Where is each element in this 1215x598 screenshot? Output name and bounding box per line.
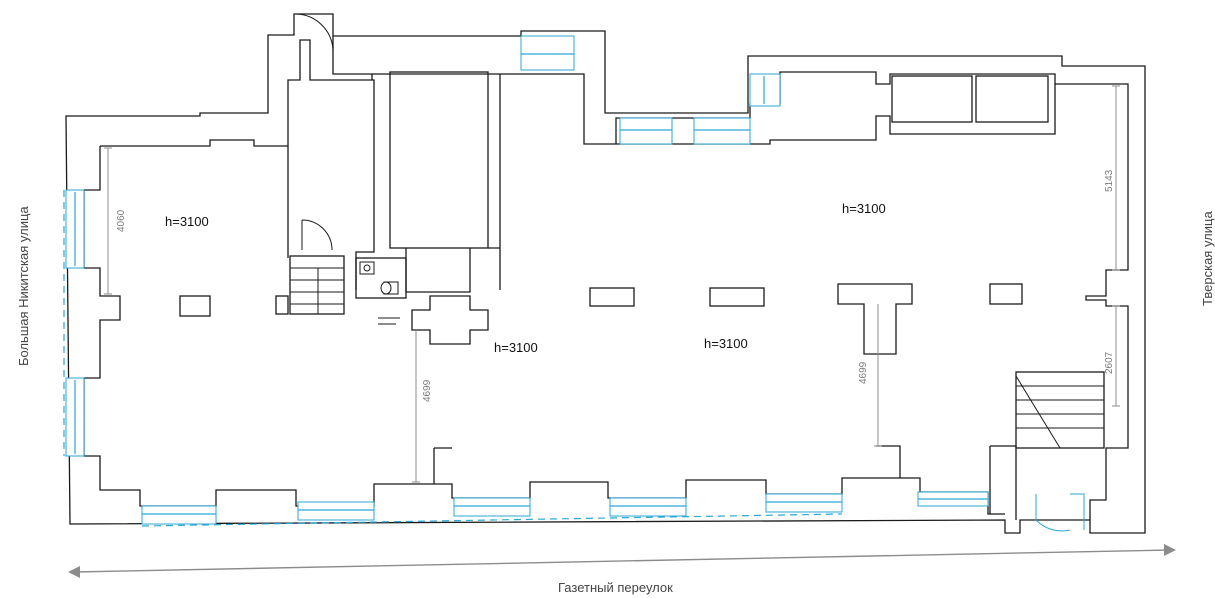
column-left xyxy=(179,295,211,317)
room-top-right-height: h=3100 xyxy=(842,201,886,216)
niche-a xyxy=(891,75,973,123)
dim-center-label: 4699 xyxy=(422,379,433,402)
shaft-a xyxy=(389,71,489,249)
door-bathroom xyxy=(301,219,333,251)
window-bottom-4 xyxy=(609,497,687,517)
inner-wall-top-left xyxy=(100,139,289,258)
street-right-label: Тверская улица xyxy=(1200,211,1215,306)
bathroom xyxy=(355,257,407,325)
column-cross xyxy=(411,295,489,345)
dim-left-room-label: 4060 xyxy=(116,209,127,232)
dim-right: 4699 xyxy=(858,304,882,447)
column-mid xyxy=(405,248,471,293)
dim-right-upper-label: 5143 xyxy=(1104,169,1115,192)
dim-right-label: 4699 xyxy=(858,361,869,384)
door-exit-2 xyxy=(1070,493,1085,530)
window-top-3 xyxy=(693,117,751,145)
window-bottom-1 xyxy=(141,505,217,525)
bottom-arrow xyxy=(68,544,1176,578)
niche-b xyxy=(975,75,1049,123)
column-right xyxy=(989,283,1023,305)
bottom-pilaster-1 xyxy=(433,447,452,484)
inner-wall-top-center xyxy=(332,36,1056,145)
staircase-right xyxy=(989,371,1105,520)
inner-wall-corridor xyxy=(287,39,375,290)
window-top-4 xyxy=(749,73,781,107)
room-center-left-height: h=3100 xyxy=(494,340,538,355)
staircase-left xyxy=(275,255,345,315)
door-top xyxy=(295,13,334,51)
column-t xyxy=(837,283,913,355)
street-bottom-label: Газетный переулок xyxy=(558,580,673,595)
window-top-2 xyxy=(619,117,673,145)
window-bottom-3 xyxy=(453,497,531,517)
dim-left-room: 4060 xyxy=(104,147,127,295)
partition xyxy=(488,74,501,290)
column-center-1 xyxy=(589,287,635,307)
inner-wall-right xyxy=(1055,83,1129,520)
bottom-pilaster-2 xyxy=(876,445,901,478)
dim-right-lower: 2607 xyxy=(1104,305,1120,407)
dim-right-upper: 5143 xyxy=(1104,85,1120,271)
street-left-label: Большая Никитская улица xyxy=(16,206,31,366)
room-center-right-height: h=3100 xyxy=(704,336,748,351)
dim-right-lower-label: 2607 xyxy=(1104,351,1115,374)
column-center-2 xyxy=(709,287,765,307)
window-bottom-2 xyxy=(297,501,375,521)
window-bottom-5 xyxy=(765,493,843,513)
room-left-height: h=3100 xyxy=(165,214,209,229)
outer-wall xyxy=(65,13,1146,534)
window-top-1 xyxy=(520,35,575,71)
door-exit xyxy=(1035,494,1071,532)
dim-center: 4699 xyxy=(412,330,433,483)
